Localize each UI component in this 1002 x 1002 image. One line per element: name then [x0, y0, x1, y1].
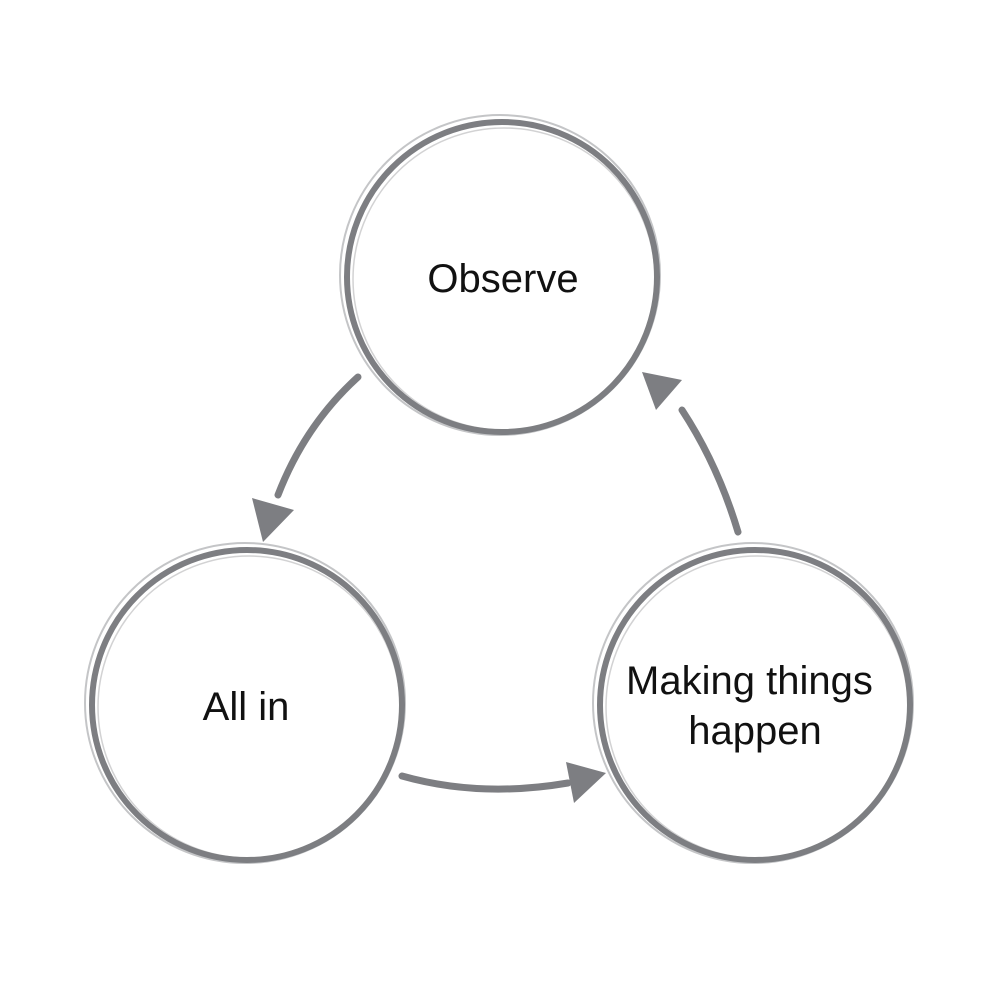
node-making-things-happen-ring [597, 547, 913, 863]
edge-all-in-to-making-things-happen [398, 762, 606, 803]
node-making-things-happen: Making things happen [592, 542, 914, 864]
edge-making-things-happen-to-observe-shaft [678, 406, 742, 536]
edge-observe-to-all-in-shaft [274, 373, 362, 499]
node-observe-ring-texture-inner [352, 127, 656, 431]
node-making-things-happen-ring-texture-inner [605, 555, 909, 859]
node-observe-ring [344, 119, 660, 435]
node-all-in-ring-texture [84, 542, 406, 864]
node-all-in-ring-texture-inner [97, 555, 401, 859]
node-observe-ring-texture [339, 114, 661, 436]
node-all-in-label-line-1: All in [203, 685, 290, 729]
node-observe-label: Observe [427, 257, 578, 301]
edge-observe-to-all-in [252, 373, 362, 542]
edge-all-in-to-making-things-happen-shaft [398, 772, 572, 793]
node-all-in: All in [84, 542, 406, 864]
edge-observe-to-all-in-arrowhead [252, 498, 294, 542]
edge-making-things-happen-to-observe-arrowhead [642, 372, 682, 410]
node-observe-label-line-1: Observe [427, 257, 578, 301]
node-all-in-label: All in [203, 685, 290, 729]
edge-all-in-to-making-things-happen-arrowhead [566, 762, 606, 803]
node-making-things-happen-label: Making things happen [626, 659, 884, 753]
node-observe: Observe [339, 114, 661, 436]
edge-making-things-happen-to-observe [642, 372, 742, 536]
node-making-things-happen-label-line-2: happen [688, 709, 821, 753]
node-all-in-ring [89, 547, 405, 863]
node-making-things-happen-label-line-1: Making things [626, 659, 873, 703]
node-making-things-happen-ring-texture [592, 542, 914, 864]
